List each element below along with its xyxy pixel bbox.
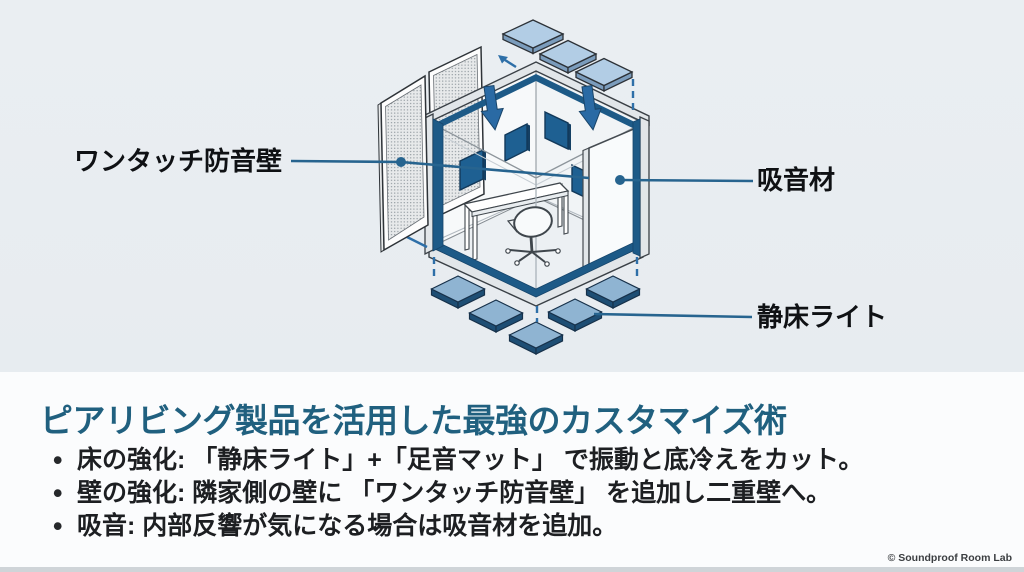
- floor-tile: [508, 321, 564, 355]
- acoustic-panel: [504, 122, 530, 163]
- ceiling-tile: [501, 19, 565, 55]
- connector-line-bottom: [593, 312, 753, 319]
- list-item: 壁の強化: 隣家側の壁に 「ワンタッチ防音壁」 を追加し二重壁へ。: [53, 477, 863, 510]
- tips-list: 床の強化: 「静床ライト」+「足音マット」 で振動と底冷えをカット。 壁の強化:…: [53, 444, 863, 543]
- section-title: ピアリビング製品を活用した最強のカスタマイズ術: [40, 402, 787, 439]
- connector-dot: [396, 157, 406, 167]
- small-arrow-icon: [498, 55, 517, 69]
- label-onetouch-soundproof-wall: ワンタッチ防音壁: [74, 146, 283, 176]
- label-shizuka-yuka-light: 静床ライト: [757, 302, 888, 332]
- floor-tile: [430, 275, 486, 309]
- bottom-edge-strip: [0, 567, 1024, 572]
- floor-tile: [547, 298, 603, 332]
- down-arrow-icon: [578, 84, 602, 131]
- connector-line-left-right: [290, 157, 754, 185]
- text-section: ピアリビング製品を活用した最強のカスタマイズ術 床の強化: 「静床ライト」+「足…: [0, 372, 1024, 567]
- floor-tile: [585, 275, 641, 309]
- soundproof-room-diagram: [290, 19, 754, 355]
- copyright-notice: © Soundproof Room Lab: [887, 552, 1012, 564]
- list-item: 吸音: 内部反響が気になる場合は吸音材を追加。: [53, 510, 863, 543]
- desk: [462, 182, 570, 261]
- acoustic-panel: [544, 110, 571, 151]
- dashed-guide-lines: [432, 79, 639, 322]
- illustration-section: ワンタッチ防音壁 吸音材 静床ライト: [0, 0, 1024, 372]
- ceiling-tile: [538, 39, 598, 75]
- ceiling-tile: [574, 57, 634, 93]
- down-arrow-icon: [480, 84, 504, 131]
- connector-dot: [615, 175, 625, 185]
- list-item: 床の強化: 「静床ライト」+「足音マット」 で振動と底冷えをカット。: [53, 444, 863, 477]
- office-chair: [505, 206, 561, 267]
- floor-tile: [468, 299, 524, 333]
- label-sound-absorbing-material: 吸音材: [757, 165, 836, 195]
